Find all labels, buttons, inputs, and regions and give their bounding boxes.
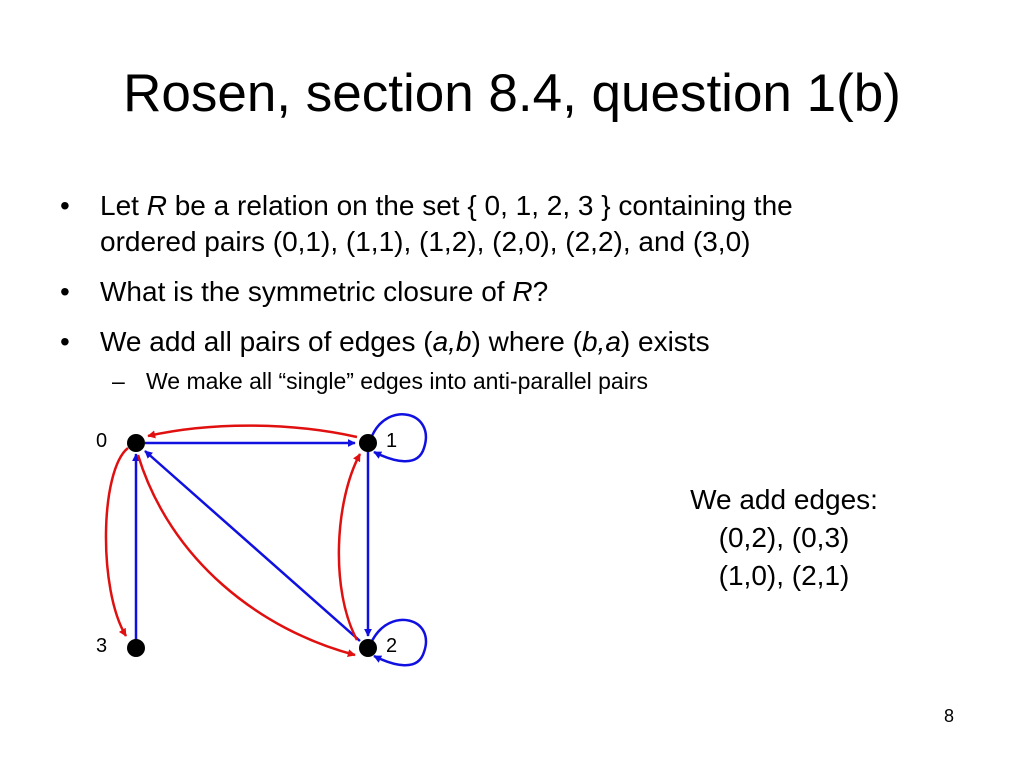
bullet-text: ? <box>532 276 549 307</box>
note-pairs-line: (0,2), (0,3) <box>718 522 850 553</box>
pair-ba: b,a <box>581 326 621 357</box>
bullet-text: What is the symmetric closure of <box>100 276 513 307</box>
sub-bullet-text: We make all “single” edges into anti-par… <box>146 368 648 394</box>
bullet-question: • What is the symmetric closure of R? <box>56 274 986 310</box>
bullet-text: We add all pairs of edges ( <box>100 326 433 357</box>
node-label-0: 0 <box>96 430 107 452</box>
node-label-1: 1 <box>386 430 397 452</box>
added-edges-note: We add edges: (0,2), (0,3) (1,0), (2,1) <box>610 481 958 595</box>
bullet-dot: • <box>60 190 70 221</box>
node-1 <box>359 434 377 452</box>
note-pairs-line: (1,0), (2,1) <box>718 560 850 591</box>
edge-0-2 <box>136 454 356 658</box>
page-number: 8 <box>944 706 955 726</box>
edge-0-3 <box>104 447 129 637</box>
bullet-list: • Let R be a relation on the set { 0, 1,… <box>56 188 986 396</box>
edge-2-0 <box>144 450 361 642</box>
edge-1-1-loop <box>370 413 428 463</box>
node-0 <box>127 434 145 452</box>
edge-1-0 <box>147 424 358 439</box>
bullet-dot: • <box>60 276 70 307</box>
node-label-3: 3 <box>96 635 107 657</box>
edge-2-2-loop <box>370 618 428 667</box>
bullet-dot: • <box>60 326 70 357</box>
sub-bullet-dash: – <box>112 368 125 394</box>
slide-title: Rosen, section 8.4, question 1(b) <box>123 64 901 123</box>
node-label-2: 2 <box>386 635 397 657</box>
bullet-relation-definition: • Let R be a relation on the set { 0, 1,… <box>56 188 986 260</box>
bullet-text: ) exists <box>620 326 710 357</box>
sub-bullet: – We make all “single” edges into anti-p… <box>56 366 986 396</box>
bullet-text: Let <box>100 190 147 221</box>
note-heading: We add edges: <box>690 484 878 515</box>
bullet-text: be a relation on the set { 0, 1, 2, 3 } … <box>166 190 793 221</box>
edge-2-1 <box>337 453 362 641</box>
node-2 <box>359 639 377 657</box>
bullet-text: ) where ( <box>471 326 582 357</box>
bullet-text: ordered pairs (0,1), (1,1), (1,2), (2,0)… <box>100 226 751 257</box>
relation-symbol: R <box>512 276 533 307</box>
pair-ab: a,b <box>432 326 472 357</box>
bullet-method: • We add all pairs of edges (a,b) where … <box>56 324 986 360</box>
relation-symbol: R <box>146 190 167 221</box>
node-3 <box>127 639 145 657</box>
